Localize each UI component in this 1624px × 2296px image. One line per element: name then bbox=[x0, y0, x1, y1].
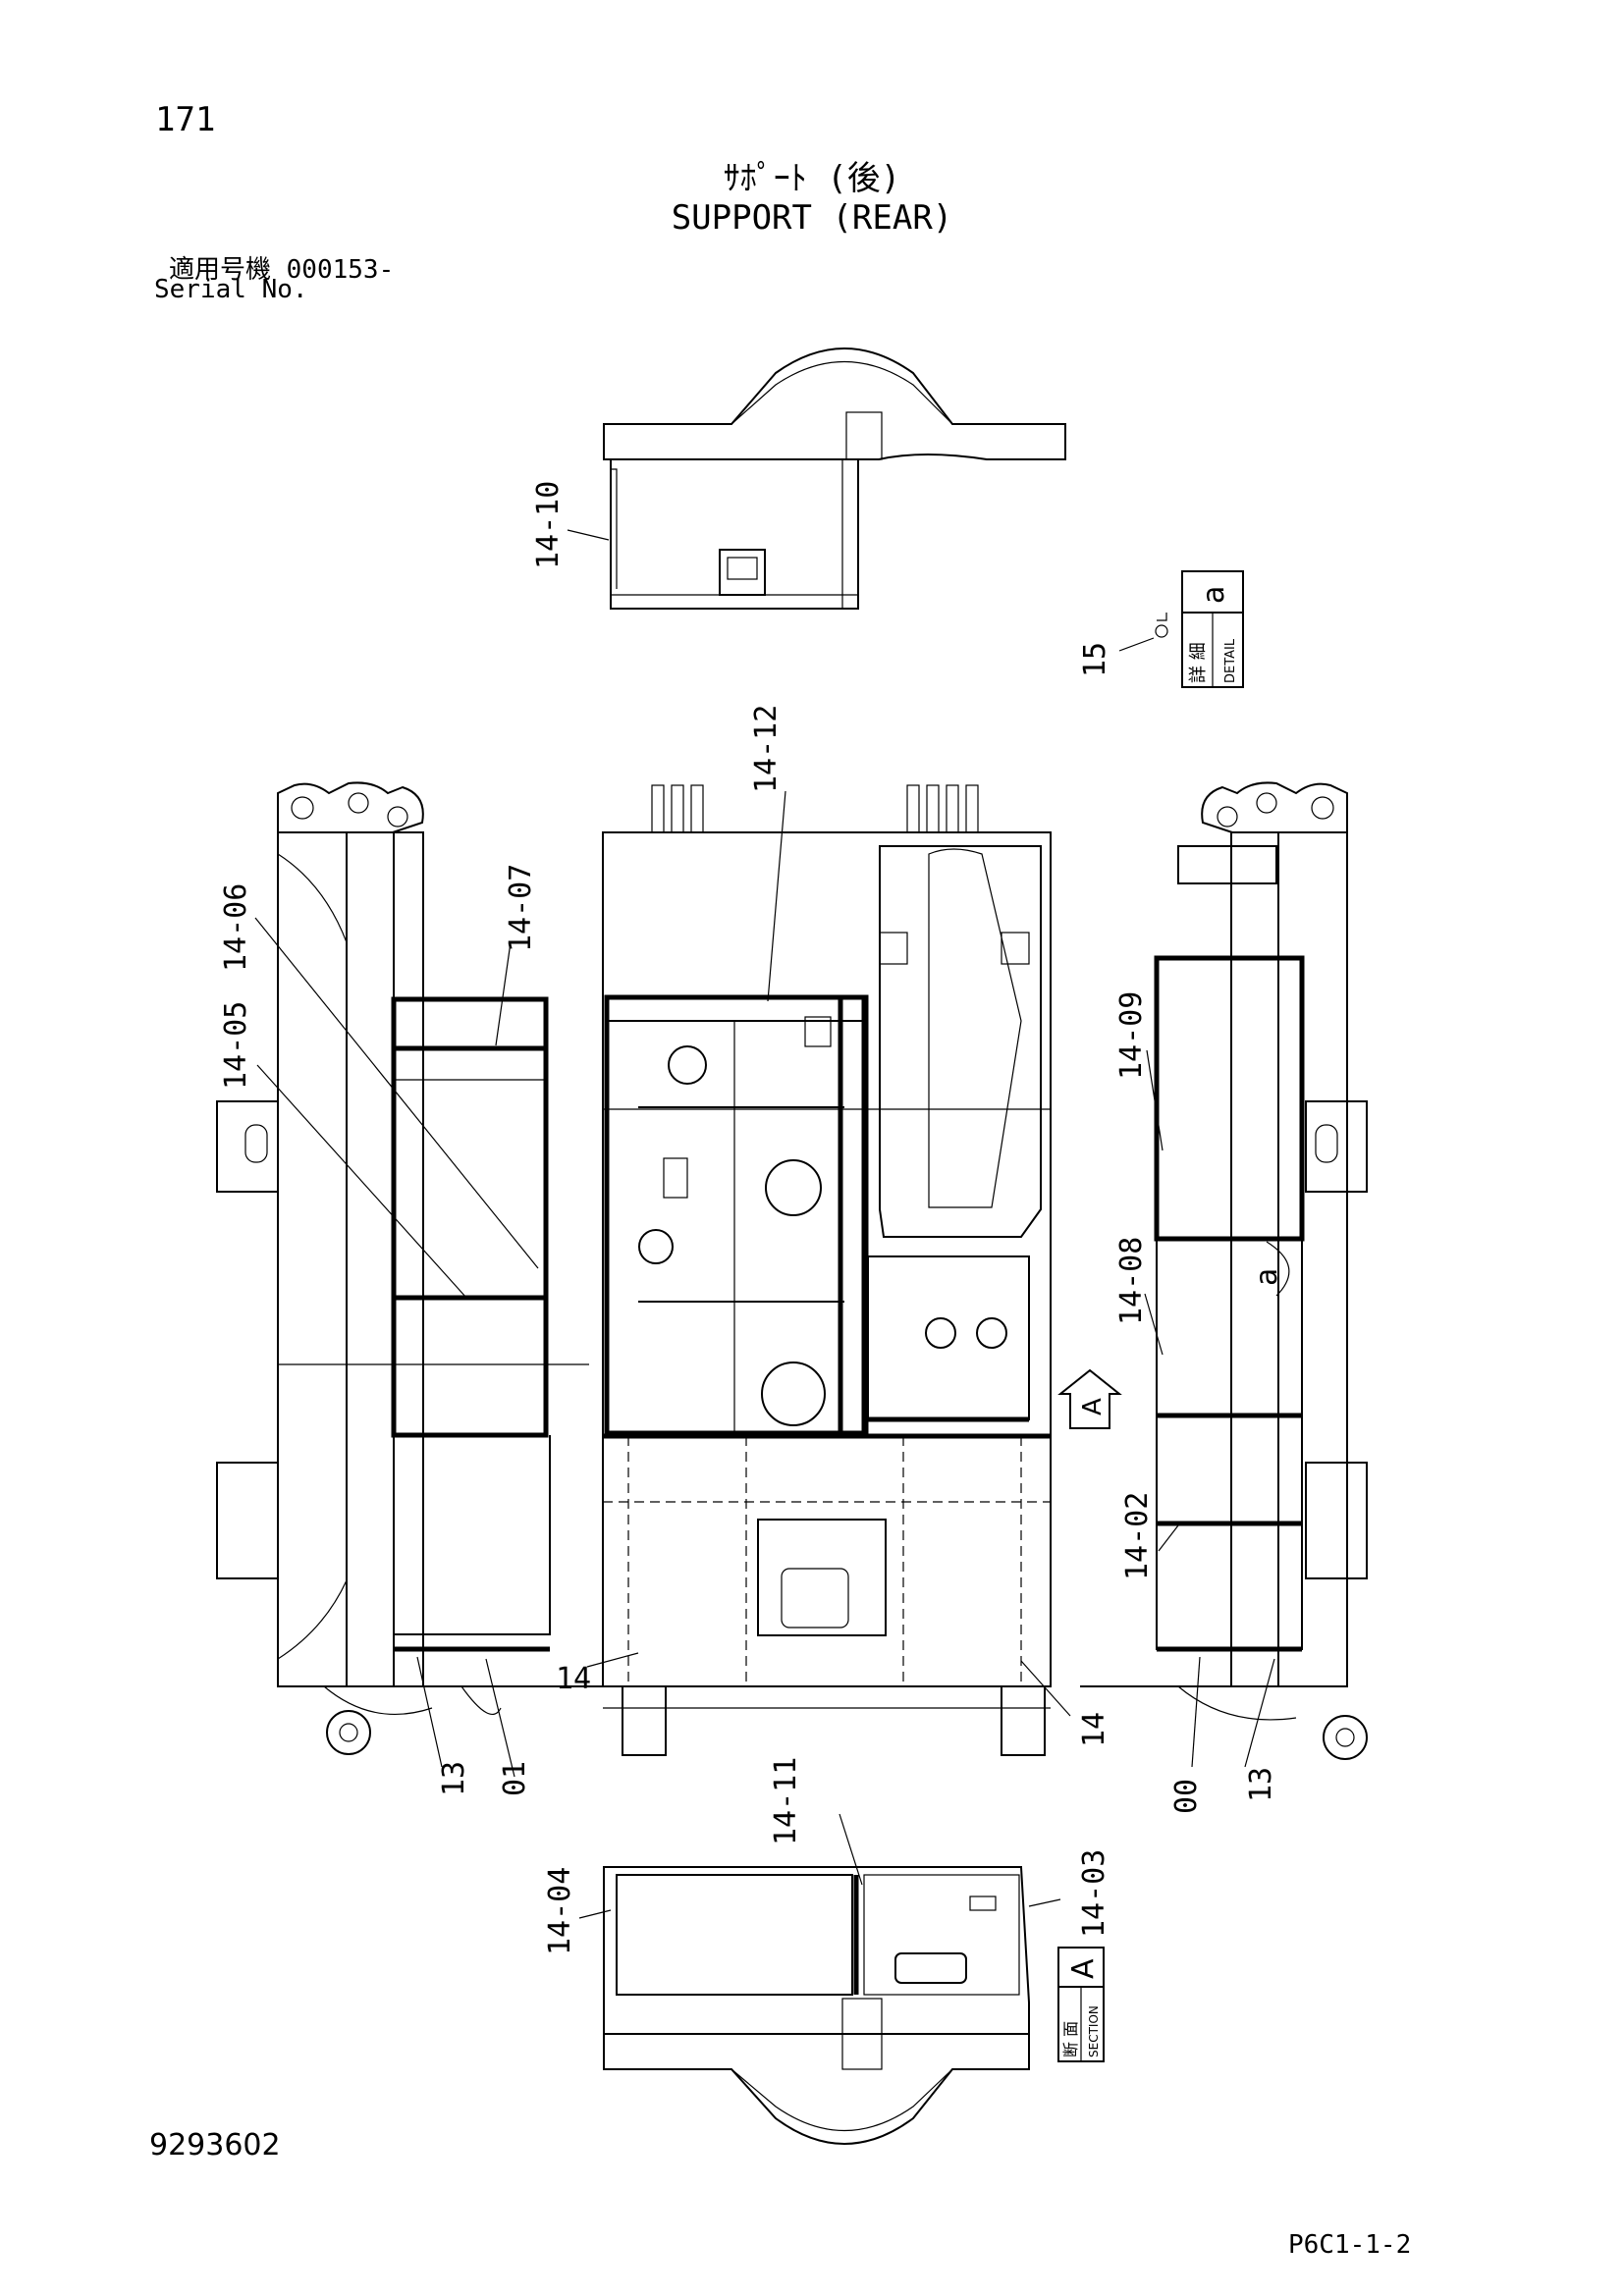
callout-14-07: 14-07 bbox=[504, 864, 538, 952]
top-view bbox=[603, 347, 1066, 610]
center-view bbox=[602, 784, 1052, 1756]
serial-label-english: Serial No. bbox=[154, 275, 308, 304]
drawing-number: 9293602 bbox=[149, 2128, 281, 2163]
left-side-view bbox=[216, 781, 628, 1755]
callout-00: 00 bbox=[1169, 1779, 1204, 1814]
callout-15: 15 bbox=[1078, 642, 1112, 677]
section-tag-letter: A bbox=[1066, 1958, 1101, 1979]
title-english: SUPPORT (REAR) bbox=[671, 198, 953, 238]
serial-label-japanese: 適用号機 000153- bbox=[169, 255, 395, 285]
callout-14-08: 14-08 bbox=[1114, 1237, 1149, 1325]
detail-tag-jp: 詳 細 bbox=[1188, 642, 1209, 683]
callout-14-05: 14-05 bbox=[219, 1001, 253, 1090]
view-arrow-a: A bbox=[1057, 1368, 1122, 1429]
callout-01: 01 bbox=[498, 1761, 532, 1796]
callout-14-06: 14-06 bbox=[219, 883, 253, 972]
callout-14-12: 14-12 bbox=[749, 705, 784, 793]
page-number: 171 bbox=[155, 100, 216, 139]
section-tag-jp: 断 面 bbox=[1061, 2021, 1080, 2057]
callout-14-right: 14 bbox=[1077, 1712, 1111, 1747]
callout-14-04: 14-04 bbox=[543, 1867, 577, 1955]
callout-14-02: 14-02 bbox=[1120, 1492, 1155, 1580]
section-tag: A 断 面 SECTION bbox=[1057, 1947, 1105, 2062]
detail-tag: a 詳 細 DETAIL bbox=[1155, 570, 1244, 688]
leader-lines bbox=[254, 529, 1275, 1919]
title-japanese: ｻﾎﾟｰﾄ (後) bbox=[723, 159, 901, 198]
page-code: P6C1-1-2 bbox=[1288, 2230, 1412, 2260]
section-tag-en: SECTION bbox=[1087, 2005, 1101, 2057]
callout-14-left: 14 bbox=[556, 1662, 591, 1696]
view-arrow-letter: A bbox=[1078, 1398, 1108, 1415]
detail-tag-en: DETAIL bbox=[1223, 638, 1238, 683]
right-side-view bbox=[1080, 781, 1368, 1760]
callout-14-11: 14-11 bbox=[769, 1757, 803, 1845]
detail-a-marker: a bbox=[1250, 1268, 1284, 1286]
bottom-view bbox=[603, 1866, 1030, 2145]
callout-14-09: 14-09 bbox=[1114, 991, 1149, 1080]
callout-13-left: 13 bbox=[437, 1761, 471, 1796]
callout-13-right: 13 bbox=[1244, 1767, 1278, 1802]
callout-14-03: 14-03 bbox=[1077, 1849, 1111, 1938]
detail-tag-letter: a bbox=[1197, 586, 1231, 604]
callout-14-10: 14-10 bbox=[531, 481, 566, 569]
